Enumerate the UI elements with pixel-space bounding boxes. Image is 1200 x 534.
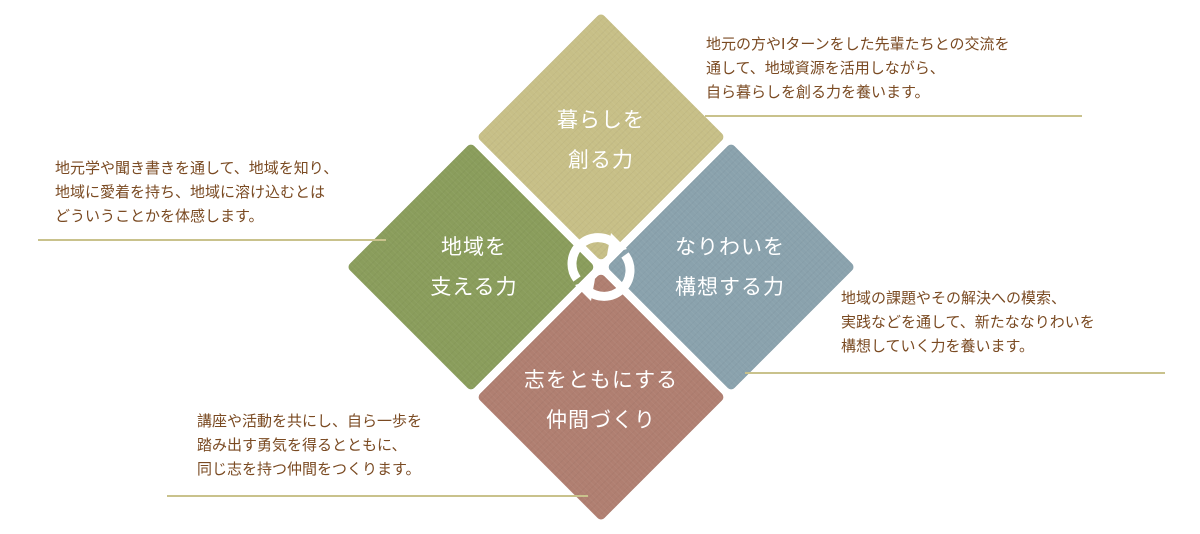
label-line: なりわいを (675, 235, 785, 259)
leader-line-top (705, 115, 1082, 117)
description-line: 実践などを通して、新たななりわいを (841, 313, 1095, 331)
description-bottom: 講座や活動を共にし、自ら一歩を 踏み出す勇気を得るとともに、 同じ志を持つ仲間を… (197, 409, 422, 481)
description-line: 地域に愛着を持ち、地域に溶け込むとは (55, 183, 326, 201)
label-bottom: 志をともにする 仲間づくり (501, 360, 701, 440)
description-right: 地域の課題やその解決への模索、 実践などを通して、新たななりわいを 構想していく… (841, 286, 1095, 358)
description-line: 踏み出す勇気を得るとともに、 (197, 436, 407, 454)
leader-line-left (38, 239, 386, 241)
label-line: 創る力 (568, 148, 634, 172)
description-left: 地元学や聞き書きを通して、地域を知り、 地域に愛着を持ち、地域に溶け込むとは ど… (55, 156, 338, 228)
description-line: 地元学や聞き書きを通して、地域を知り、 (55, 159, 339, 177)
description-line: 地元の方やIターンをした先輩たちとの交流を (706, 35, 1010, 53)
label-top: 暮らしを 創る力 (501, 100, 701, 180)
description-top: 地元の方やIターンをした先輩たちとの交流を 通して、地域資源を活用しながら、 自… (706, 32, 1010, 104)
leader-line-right (745, 372, 1165, 374)
description-line: 講座や活動を共にし、自ら一歩を (197, 412, 423, 430)
label-right: なりわいを 構想する力 (630, 227, 830, 307)
description-line: 構想していく力を養います。 (841, 337, 1035, 355)
description-line: 自ら暮らしを創る力を養います。 (706, 83, 930, 101)
label-line: 地域を (441, 235, 507, 259)
leader-line-bottom (167, 495, 588, 497)
description-line: 通して、地域資源を活用しながら、 (706, 59, 945, 77)
cycle-arrows-icon (567, 233, 635, 301)
label-line: 志をともにする (523, 368, 679, 392)
label-line: 仲間づくり (546, 408, 656, 432)
description-line: 地域の課題やその解決への模索、 (841, 289, 1067, 307)
label-line: 支える力 (430, 275, 518, 299)
description-line: どういうことかを体感します。 (55, 207, 264, 225)
label-left: 地域を 支える力 (374, 227, 574, 307)
label-line: 暮らしを (557, 108, 645, 132)
description-line: 同じ志を持つ仲間をつくります。 (197, 460, 421, 478)
label-line: 構想する力 (675, 275, 785, 299)
